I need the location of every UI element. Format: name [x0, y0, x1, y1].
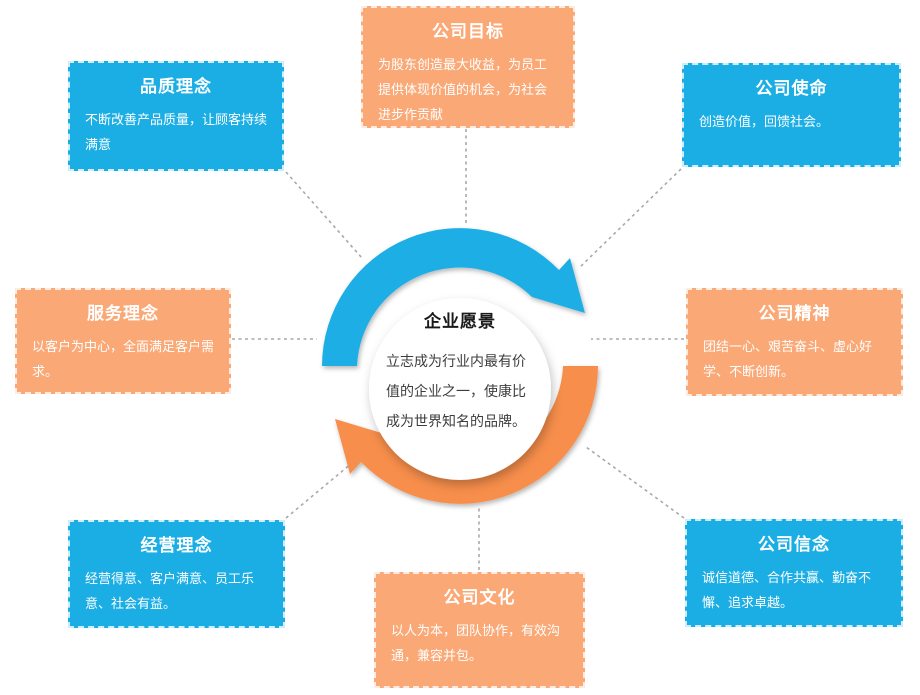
box-company-spirit-body: 团结一心、艰苦奋斗、虚心好学、不断创新。: [703, 339, 873, 379]
box-business-philosophy[interactable]: 经营理念 经营得意、客户满意、员工乐意、社会有益。: [68, 520, 285, 628]
connector-lines: [232, 129, 685, 570]
box-company-goal-title: 公司目标: [432, 22, 504, 41]
connector-belief: [585, 446, 685, 519]
box-company-culture-title: 公司文化: [443, 588, 516, 607]
blue-cycle-arrow: [322, 228, 585, 366]
box-service-philosophy-body: 以客户为中心，全面满足客户需求。: [32, 339, 215, 379]
center-vision: 企业愿景 立志成为行业内最有价值的企业之一，使康比成为世界知名的品牌。: [378, 310, 542, 436]
center-vision-body: 立志成为行业内最有价值的企业之一，使康比成为世界知名的品牌。: [386, 353, 526, 429]
box-quality-philosophy-body: 不断改善产品质量，让顾客持续满意: [85, 112, 268, 152]
box-company-culture[interactable]: 公司文化 以人为本，团队协作，有效沟通，兼容并包。: [374, 572, 585, 688]
box-company-goal[interactable]: 公司目标 为股东创造最大收益，为员工提供体现价值的机会，为社会进步作贡献: [361, 6, 575, 128]
box-quality-philosophy[interactable]: 品质理念 不断改善产品质量，让顾客持续满意: [68, 61, 284, 171]
box-company-spirit-title: 公司精神: [758, 304, 831, 323]
center-vision-title: 企业愿景: [424, 312, 496, 331]
box-business-philosophy-title: 经营理念: [140, 536, 213, 555]
box-company-mission[interactable]: 公司使命 创造价值，回馈社会。: [682, 63, 901, 167]
box-company-mission-body: 创造价值，回馈社会。: [699, 114, 830, 129]
box-company-goal-body: 为股东创造最大收益，为员工提供体现价值的机会，为社会进步作贡献: [378, 57, 548, 122]
box-business-philosophy-body: 经营得意、客户满意、员工乐意、社会有益。: [85, 571, 255, 611]
connector-business: [285, 462, 353, 519]
box-quality-philosophy-title: 品质理念: [140, 77, 212, 96]
box-company-belief[interactable]: 公司信念 诚信道德、合作共赢、勤奋不懈、追求卓越。: [685, 519, 903, 627]
box-company-belief-title: 公司信念: [758, 535, 830, 554]
box-company-mission-title: 公司使命: [755, 79, 828, 98]
box-company-belief-body: 诚信道德、合作共赢、勤奋不懈、追求卓越。: [702, 570, 872, 610]
box-service-philosophy-title: 服务理念: [87, 304, 159, 323]
connector-mission: [579, 168, 682, 268]
center-circle[interactable]: [369, 298, 551, 480]
connector-quality: [285, 171, 363, 259]
orange-cycle-arrow: [335, 366, 598, 504]
box-service-philosophy[interactable]: 服务理念 以客户为中心，全面满足客户需求。: [15, 288, 231, 394]
box-company-culture-body: 以人为本，团队协作，有效沟通，兼容并包。: [391, 623, 561, 663]
box-company-spirit[interactable]: 公司精神 团结一心、艰苦奋斗、虚心好学、不断创新。: [686, 288, 903, 396]
